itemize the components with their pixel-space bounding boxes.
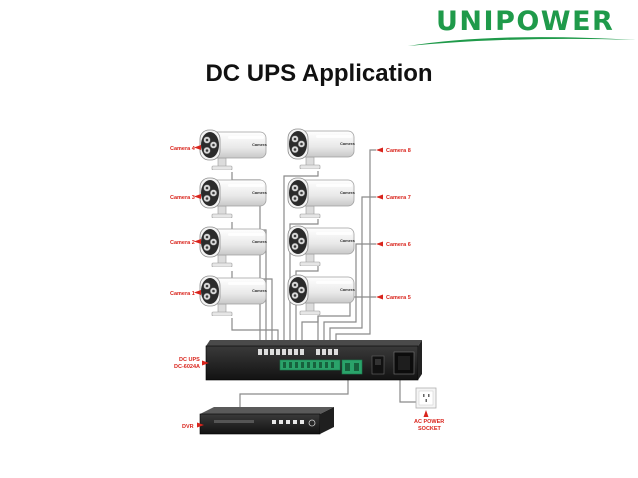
camera-label-6: Camera 6 bbox=[386, 242, 411, 248]
right-camera-labels: Camera 8 Camera 7 Camera 6 Camera 5 bbox=[376, 147, 411, 301]
socket-label-line2: SOCKET bbox=[418, 426, 442, 432]
left-camera-labels: Camera 4 Camera 3 Camera 2 Camera 1 bbox=[170, 145, 201, 297]
camera-left-4: Camera bbox=[199, 129, 267, 170]
arrow-left-icon bbox=[376, 194, 383, 200]
camera-right-5: Camera bbox=[287, 274, 355, 315]
camera-body-text: Camera bbox=[340, 287, 355, 292]
arrow-up-icon bbox=[423, 410, 429, 417]
arrow-left-icon bbox=[376, 294, 383, 300]
socket-label-line1: AC POWER bbox=[414, 419, 444, 425]
dvr-unit bbox=[199, 407, 334, 435]
camera-label-5: Camera 5 bbox=[386, 295, 411, 301]
ac-power-socket bbox=[415, 387, 437, 409]
camera-left-1: Camera bbox=[199, 275, 267, 316]
arrow-right-icon bbox=[194, 145, 201, 150]
camera-right-6: Camera bbox=[287, 225, 355, 266]
camera-label-1: Camera 1 bbox=[170, 291, 195, 297]
camera-label-3: Camera 3 bbox=[170, 195, 195, 201]
arrow-right-icon bbox=[197, 422, 204, 428]
page-title: DC UPS Application bbox=[205, 60, 433, 87]
arrow-right-icon bbox=[194, 239, 201, 244]
camera-label-4: Camera 4 bbox=[170, 146, 196, 152]
dvr-label: DVR bbox=[182, 424, 194, 430]
camera-body-text: Camera bbox=[252, 142, 267, 147]
camera-body-text: Camera bbox=[252, 288, 267, 293]
camera-body-text: Camera bbox=[340, 238, 355, 243]
arrow-right-icon bbox=[202, 360, 209, 366]
dc-ups-unit bbox=[205, 340, 422, 381]
brand-swoosh-icon bbox=[408, 37, 636, 46]
camera-left-2: Camera bbox=[199, 226, 267, 267]
arrow-right-icon bbox=[194, 290, 201, 295]
camera-body-text: Camera bbox=[252, 239, 267, 244]
arrow-left-icon bbox=[376, 241, 383, 247]
camera-label-2: Camera 2 bbox=[170, 240, 195, 246]
camera-body-text: Camera bbox=[340, 190, 355, 195]
ups-label-line2: DC-6024A bbox=[174, 364, 200, 370]
ups-label-line1: DC UPS bbox=[179, 357, 200, 363]
camera-body-text: Camera bbox=[340, 141, 355, 146]
camera-right-8: Camera bbox=[287, 128, 355, 169]
camera-left-3: Camera bbox=[199, 177, 267, 218]
camera-label-8: Camera 8 bbox=[386, 148, 411, 154]
arrow-left-icon bbox=[376, 147, 383, 153]
arrow-right-icon bbox=[194, 194, 201, 199]
camera-label-7: Camera 7 bbox=[386, 195, 411, 201]
camera-right-7: Camera bbox=[287, 177, 355, 218]
brand-logo-text: UNIPOWER bbox=[436, 6, 615, 37]
camera-body-text: Camera bbox=[252, 190, 267, 195]
